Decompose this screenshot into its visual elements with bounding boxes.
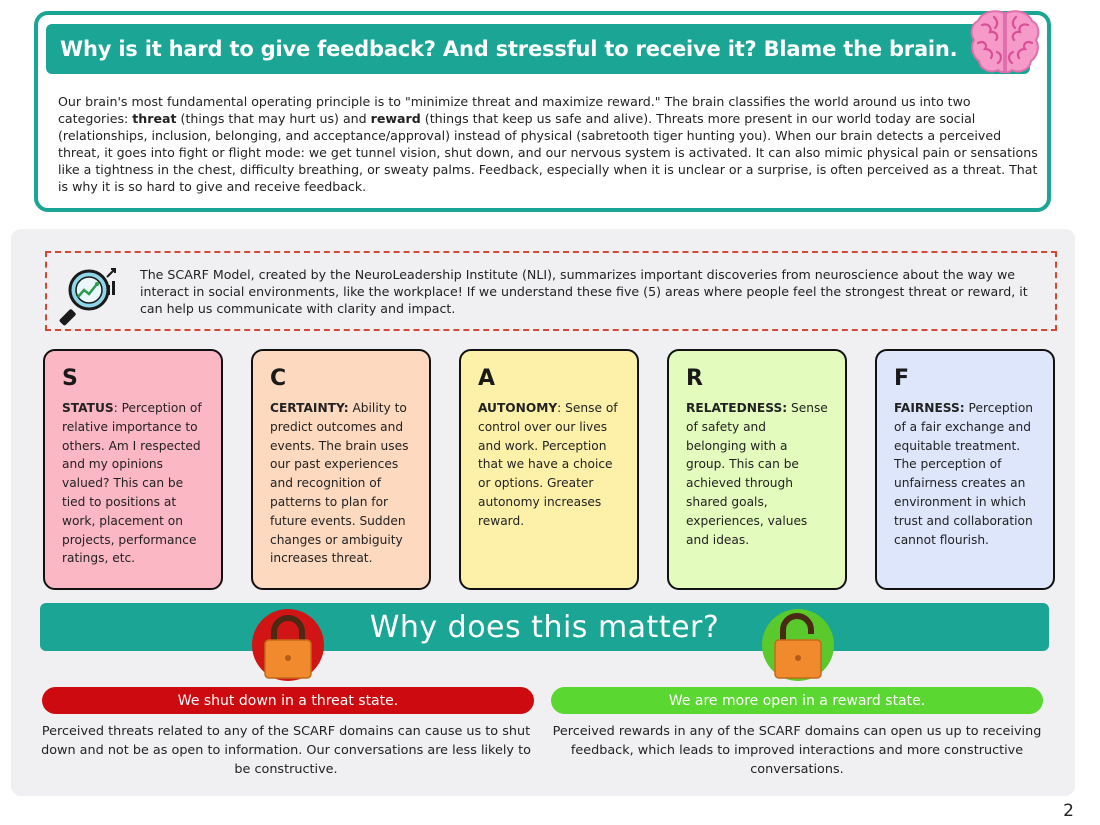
card-status: S STATUS: Perception of relative importa… xyxy=(43,349,223,590)
card-fairness: F FAIRNESS: Perception of a fair exchang… xyxy=(875,349,1055,590)
unlocked-padlock-icon xyxy=(762,609,834,681)
card-letter: R xyxy=(686,366,703,391)
card-description: STATUS: Perception of relative importanc… xyxy=(62,401,202,566)
reward-word: reward xyxy=(370,111,421,126)
card-term: AUTONOMY xyxy=(478,401,558,415)
reward-state-banner: We are more open in a reward state. xyxy=(551,687,1043,714)
card-letter: C xyxy=(270,366,287,391)
card-term: FAIRNESS: xyxy=(894,401,965,415)
card-description: RELATEDNESS: Sense of safety and belongi… xyxy=(686,401,828,547)
page-title: Why is it hard to give feedback? And str… xyxy=(60,37,958,61)
card-autonomy: A AUTONOMY: Sense of control over our li… xyxy=(459,349,639,590)
card-term: RELATEDNESS: xyxy=(686,401,788,415)
intro-box: Why is it hard to give feedback? And str… xyxy=(34,11,1051,212)
scarf-intro-box: The SCARF Model, created by the NeuroLea… xyxy=(45,251,1057,331)
intro-paragraph: Our brain's most fundamental operating p… xyxy=(58,94,1038,194)
card-term: STATUS xyxy=(62,401,114,415)
threat-state-label: We shut down in a threat state. xyxy=(177,692,399,709)
threat-state-banner: We shut down in a threat state. xyxy=(42,687,534,714)
reward-state-text: Perceived rewards in any of the SCARF do… xyxy=(552,724,1042,777)
card-description: AUTONOMY: Sense of control over our live… xyxy=(478,401,618,528)
header-banner: Why is it hard to give feedback? And str… xyxy=(46,24,1030,74)
brain-icon xyxy=(970,10,1040,74)
card-description: CERTAINTY: Ability to predict outcomes a… xyxy=(270,401,409,566)
card-relatedness: R RELATEDNESS: Sense of safety and belon… xyxy=(667,349,847,590)
locked-padlock-icon xyxy=(252,609,324,681)
card-letter: S xyxy=(62,366,78,391)
magnifier-chart-icon xyxy=(59,268,116,326)
why-matter-banner: Why does this matter? xyxy=(40,603,1049,651)
card-term: CERTAINTY: xyxy=(270,401,349,415)
card-certainty: C CERTAINTY: Ability to predict outcomes… xyxy=(251,349,431,590)
threat-state-text: Perceived threats related to any of the … xyxy=(41,724,531,777)
threat-word: threat xyxy=(132,111,177,126)
reward-state-label: We are more open in a reward state. xyxy=(668,692,926,709)
card-letter: F xyxy=(894,366,910,391)
scarf-intro-text: The SCARF Model, created by the NeuroLea… xyxy=(140,267,1028,316)
card-description: FAIRNESS: Perception of a fair exchange … xyxy=(894,401,1033,547)
why-matter-title: Why does this matter? xyxy=(369,609,720,645)
page-number: 2 xyxy=(1063,801,1074,821)
card-letter: A xyxy=(478,366,496,391)
